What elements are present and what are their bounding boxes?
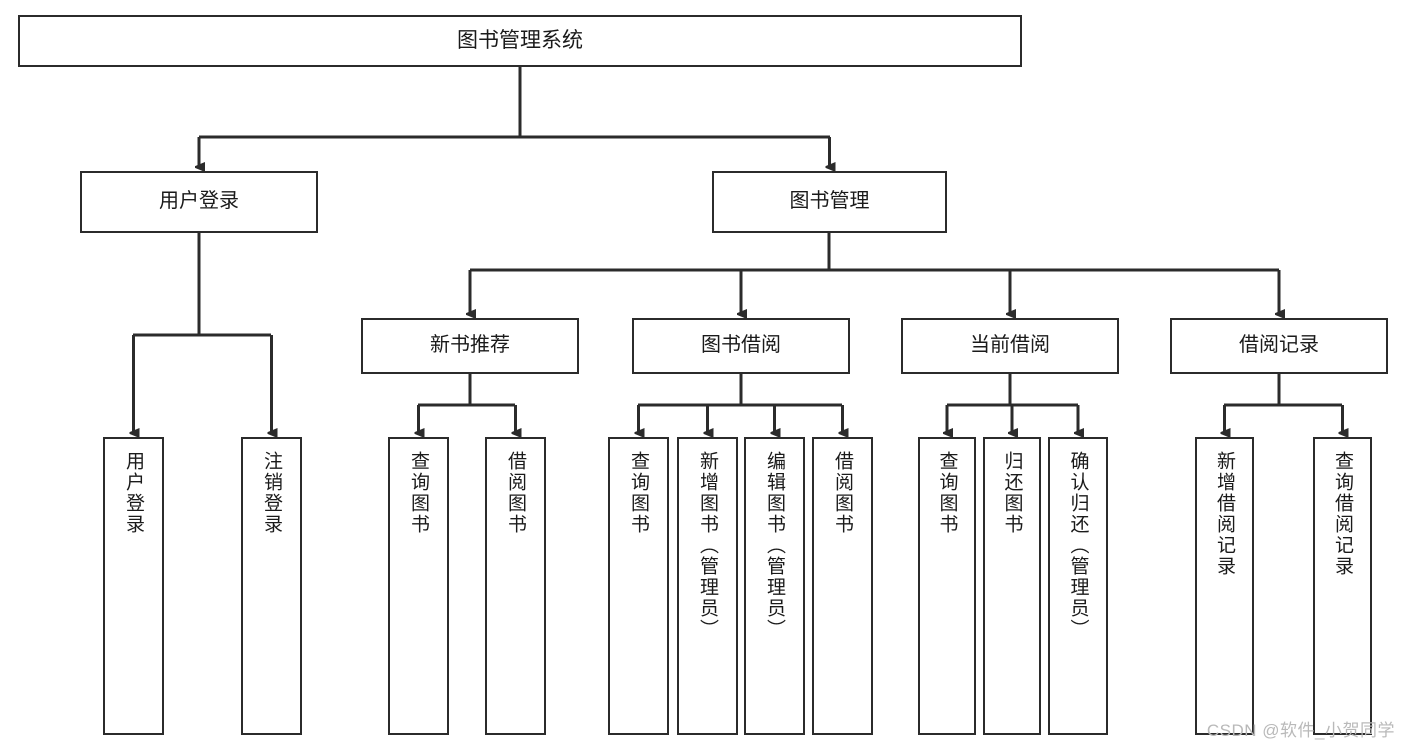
node-book-borrow[interactable]: 图书借阅 [632, 318, 850, 374]
node-leaf-confirm-return[interactable]: 确认归还（管理员） [1048, 437, 1108, 735]
node-label: 归还图书 [1001, 451, 1023, 535]
node-label: 编辑图书（管理员） [764, 451, 785, 640]
node-leaf-query-record[interactable]: 查询借阅记录 [1313, 437, 1372, 735]
node-root-root[interactable]: 图书管理系统 [18, 15, 1022, 67]
node-label: 查询图书 [628, 451, 649, 535]
node-label: 确认归还（管理员） [1067, 451, 1089, 640]
node-label: 用户登录 [159, 190, 239, 213]
node-leaf-add-record[interactable]: 新增借阅记录 [1195, 437, 1254, 735]
node-leaf-query-book-2[interactable]: 查询图书 [608, 437, 669, 735]
node-leaf-query-book-3[interactable]: 查询图书 [918, 437, 976, 735]
node-label: 新增图书（管理员） [697, 451, 718, 640]
node-leaf-add-book[interactable]: 新增图书（管理员） [677, 437, 738, 735]
node-book-manage[interactable]: 图书管理 [712, 171, 947, 233]
node-leaf-return-book[interactable]: 归还图书 [983, 437, 1041, 735]
node-label: 当前借阅 [970, 334, 1050, 357]
node-label: 借阅记录 [1239, 334, 1319, 357]
node-label: 图书管理 [789, 190, 870, 213]
node-leaf-logout[interactable]: 注销登录 [241, 437, 302, 735]
node-leaf-user-login[interactable]: 用户登录 [103, 437, 164, 735]
node-user-login[interactable]: 用户登录 [80, 171, 318, 233]
node-label: 新书推荐 [430, 334, 510, 357]
node-leaf-borrow-book-2[interactable]: 借阅图书 [812, 437, 873, 735]
node-label: 注销登录 [261, 451, 282, 535]
node-label: 图书借阅 [701, 334, 781, 357]
node-leaf-borrow-book-1[interactable]: 借阅图书 [485, 437, 546, 735]
node-label: 新增借阅记录 [1214, 451, 1235, 577]
node-label: 借阅图书 [505, 451, 526, 535]
node-leaf-query-book-1[interactable]: 查询图书 [388, 437, 449, 735]
node-new-book-rec[interactable]: 新书推荐 [361, 318, 579, 374]
node-borrow-record[interactable]: 借阅记录 [1170, 318, 1388, 374]
node-label: 借阅图书 [832, 451, 853, 535]
node-label: 用户登录 [123, 451, 144, 535]
node-leaf-edit-book[interactable]: 编辑图书（管理员） [744, 437, 805, 735]
node-label: 查询图书 [936, 451, 958, 535]
node-label: 图书管理系统 [457, 28, 583, 52]
node-label: 查询借阅记录 [1332, 451, 1353, 577]
csdn-watermark: CSDN @软件_小贺同学 [1206, 721, 1395, 740]
node-current-borrow[interactable]: 当前借阅 [901, 318, 1119, 374]
node-label: 查询图书 [408, 451, 429, 535]
